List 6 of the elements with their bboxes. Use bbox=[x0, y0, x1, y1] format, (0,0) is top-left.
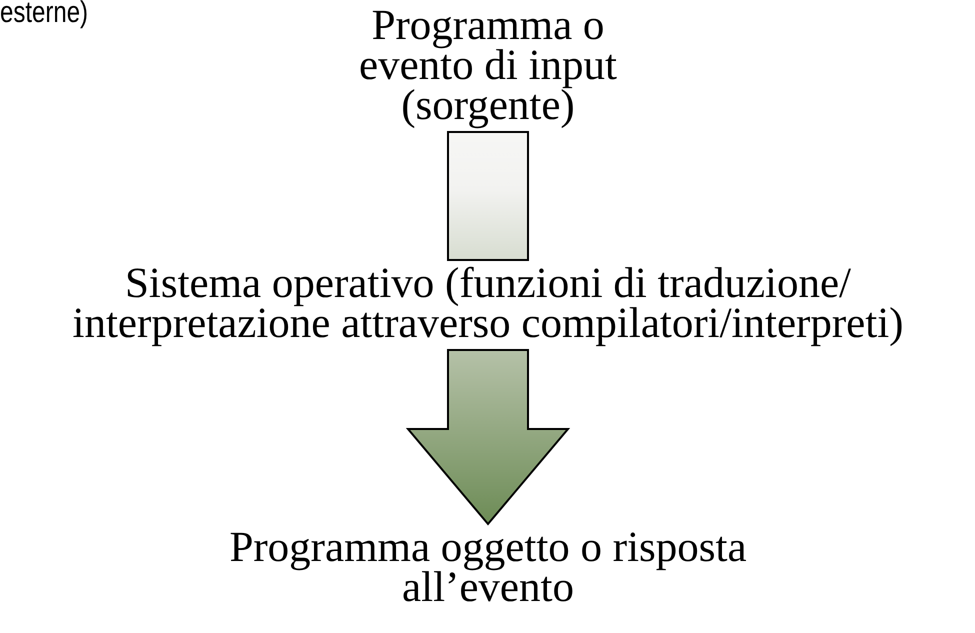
block-arrow bbox=[447, 131, 529, 261]
text-label: esterne) bbox=[0, 0, 88, 30]
node-text: Sistema operativo (funzioni di traduzione/ interpretazione attraverso compilatori/interpreti) bbox=[72, 264, 904, 344]
node-text: Programma oggetto o risposta all’evento bbox=[228, 528, 748, 608]
node-text: Programma o evento di input (sorgente) bbox=[358, 6, 618, 126]
block-arrow bbox=[406, 349, 570, 526]
